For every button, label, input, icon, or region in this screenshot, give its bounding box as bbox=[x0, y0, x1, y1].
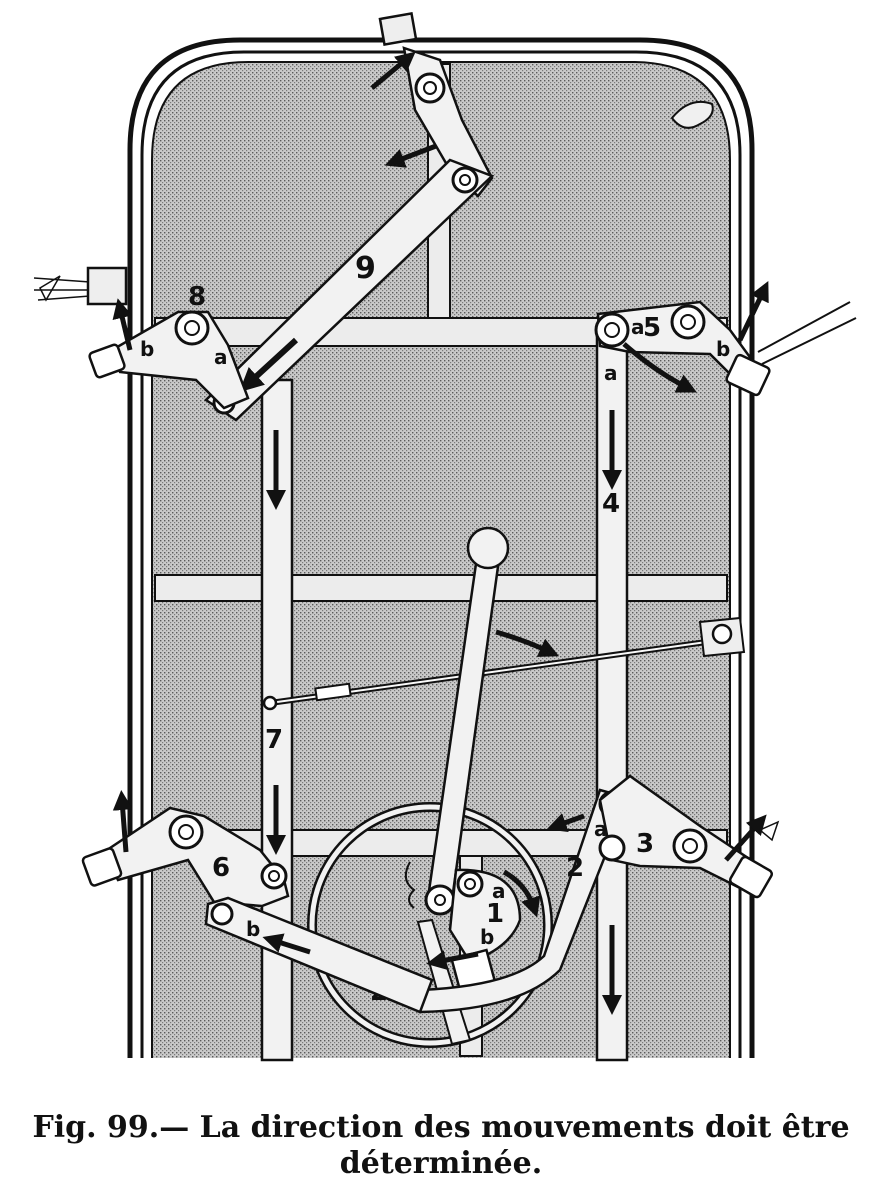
label-4-a: a bbox=[604, 361, 618, 385]
link-6b: b bbox=[204, 896, 434, 1014]
label-9: 9 bbox=[355, 251, 376, 286]
operating-handle bbox=[307, 526, 553, 1048]
label-5: 5 bbox=[643, 313, 661, 343]
label-5-b: b bbox=[716, 337, 730, 361]
lever-3: 3 a bbox=[594, 774, 780, 899]
arrow-left-icon bbox=[384, 143, 437, 168]
caption-line-2: déterminée. bbox=[339, 1146, 543, 1181]
label-6: 6 bbox=[212, 853, 230, 883]
spring-mark bbox=[404, 861, 416, 909]
arrow-left-icon bbox=[546, 813, 585, 833]
vertical-bar-4: a 4 bbox=[595, 328, 629, 1062]
lever-5: a 5 b bbox=[594, 280, 857, 397]
arrow-up-right-icon bbox=[737, 280, 769, 342]
label-8-b: b bbox=[140, 337, 154, 361]
label-2-right: 2 bbox=[566, 853, 584, 883]
lever-6: 6 bbox=[81, 790, 290, 908]
label-4: 4 bbox=[602, 489, 620, 519]
label-1: 1 bbox=[486, 899, 504, 929]
arrow-left-icon bbox=[426, 950, 479, 970]
label-3: 3 bbox=[636, 829, 654, 859]
label-8: 8 bbox=[188, 282, 206, 312]
label-7: 7 bbox=[265, 725, 283, 755]
arrow-left-icon bbox=[262, 933, 311, 955]
label-3-a: a bbox=[594, 817, 608, 841]
arrow-down-right-icon bbox=[622, 342, 697, 393]
arrow-down-left-icon bbox=[239, 337, 299, 393]
label-6-b: b bbox=[246, 917, 260, 941]
label-5-a: a bbox=[631, 315, 645, 339]
label-1-a: a bbox=[492, 879, 506, 903]
figure-caption: Fig. 99.— La direction des mouvements do… bbox=[0, 1110, 882, 1182]
arrow-up-right-icon bbox=[370, 51, 416, 90]
arrow-up-right-icon bbox=[724, 814, 767, 862]
lever-9: 9 bbox=[204, 11, 495, 422]
lever-8: 8 a b bbox=[33, 266, 250, 410]
arrow-curved-icon bbox=[502, 869, 541, 918]
label-1-b: b bbox=[480, 925, 494, 949]
door-mechanism-diagram: 7 a 4 9 8 a b bbox=[33, 11, 857, 1062]
arrow-right-icon bbox=[495, 629, 560, 657]
label-8-a: a bbox=[214, 345, 228, 369]
door-handle-knob bbox=[670, 100, 714, 129]
arrow-up-icon bbox=[112, 298, 133, 351]
arrow-up-icon bbox=[112, 790, 133, 853]
caption-line-1: Fig. 99.— La direction des mouvements do… bbox=[32, 1110, 850, 1145]
connecting-rod bbox=[262, 616, 746, 711]
